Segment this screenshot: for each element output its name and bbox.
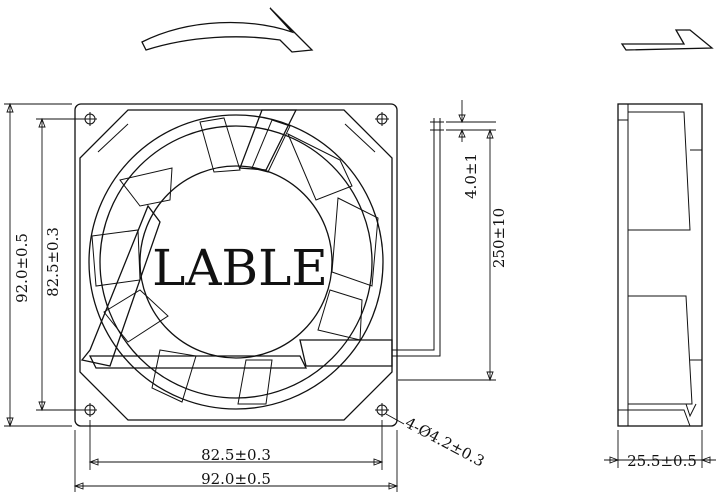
dimension-height xyxy=(4,102,84,428)
lead-wires xyxy=(392,118,444,357)
hole-spec-dim: 4-Ø4.2±0.3 xyxy=(402,414,487,471)
airflow-arrow-icon xyxy=(620,29,714,51)
fan-front-view xyxy=(74,103,398,427)
mounting-holes xyxy=(83,112,389,417)
width-outer-dim: 92.0±0.5 xyxy=(201,470,271,488)
hole-spec-leader xyxy=(385,413,405,425)
thickness-dim: 25.5±0.5 xyxy=(627,452,697,470)
fan-label: LABLE xyxy=(152,239,328,297)
fan-side-view xyxy=(617,103,703,427)
lead-length-dim: 250±10 xyxy=(490,208,508,268)
rotation-arrow-icon xyxy=(141,7,314,53)
dimension-leads xyxy=(398,100,496,382)
height-hole-dim: 82.5±0.3 xyxy=(44,227,62,297)
dimension-thickness xyxy=(604,430,716,468)
width-hole-dim: 82.5±0.3 xyxy=(201,446,271,464)
lead-strip-dim: 4.0±1 xyxy=(462,153,480,199)
dimension-width xyxy=(73,420,399,492)
height-outer-dim: 92.0±0.5 xyxy=(13,233,31,303)
